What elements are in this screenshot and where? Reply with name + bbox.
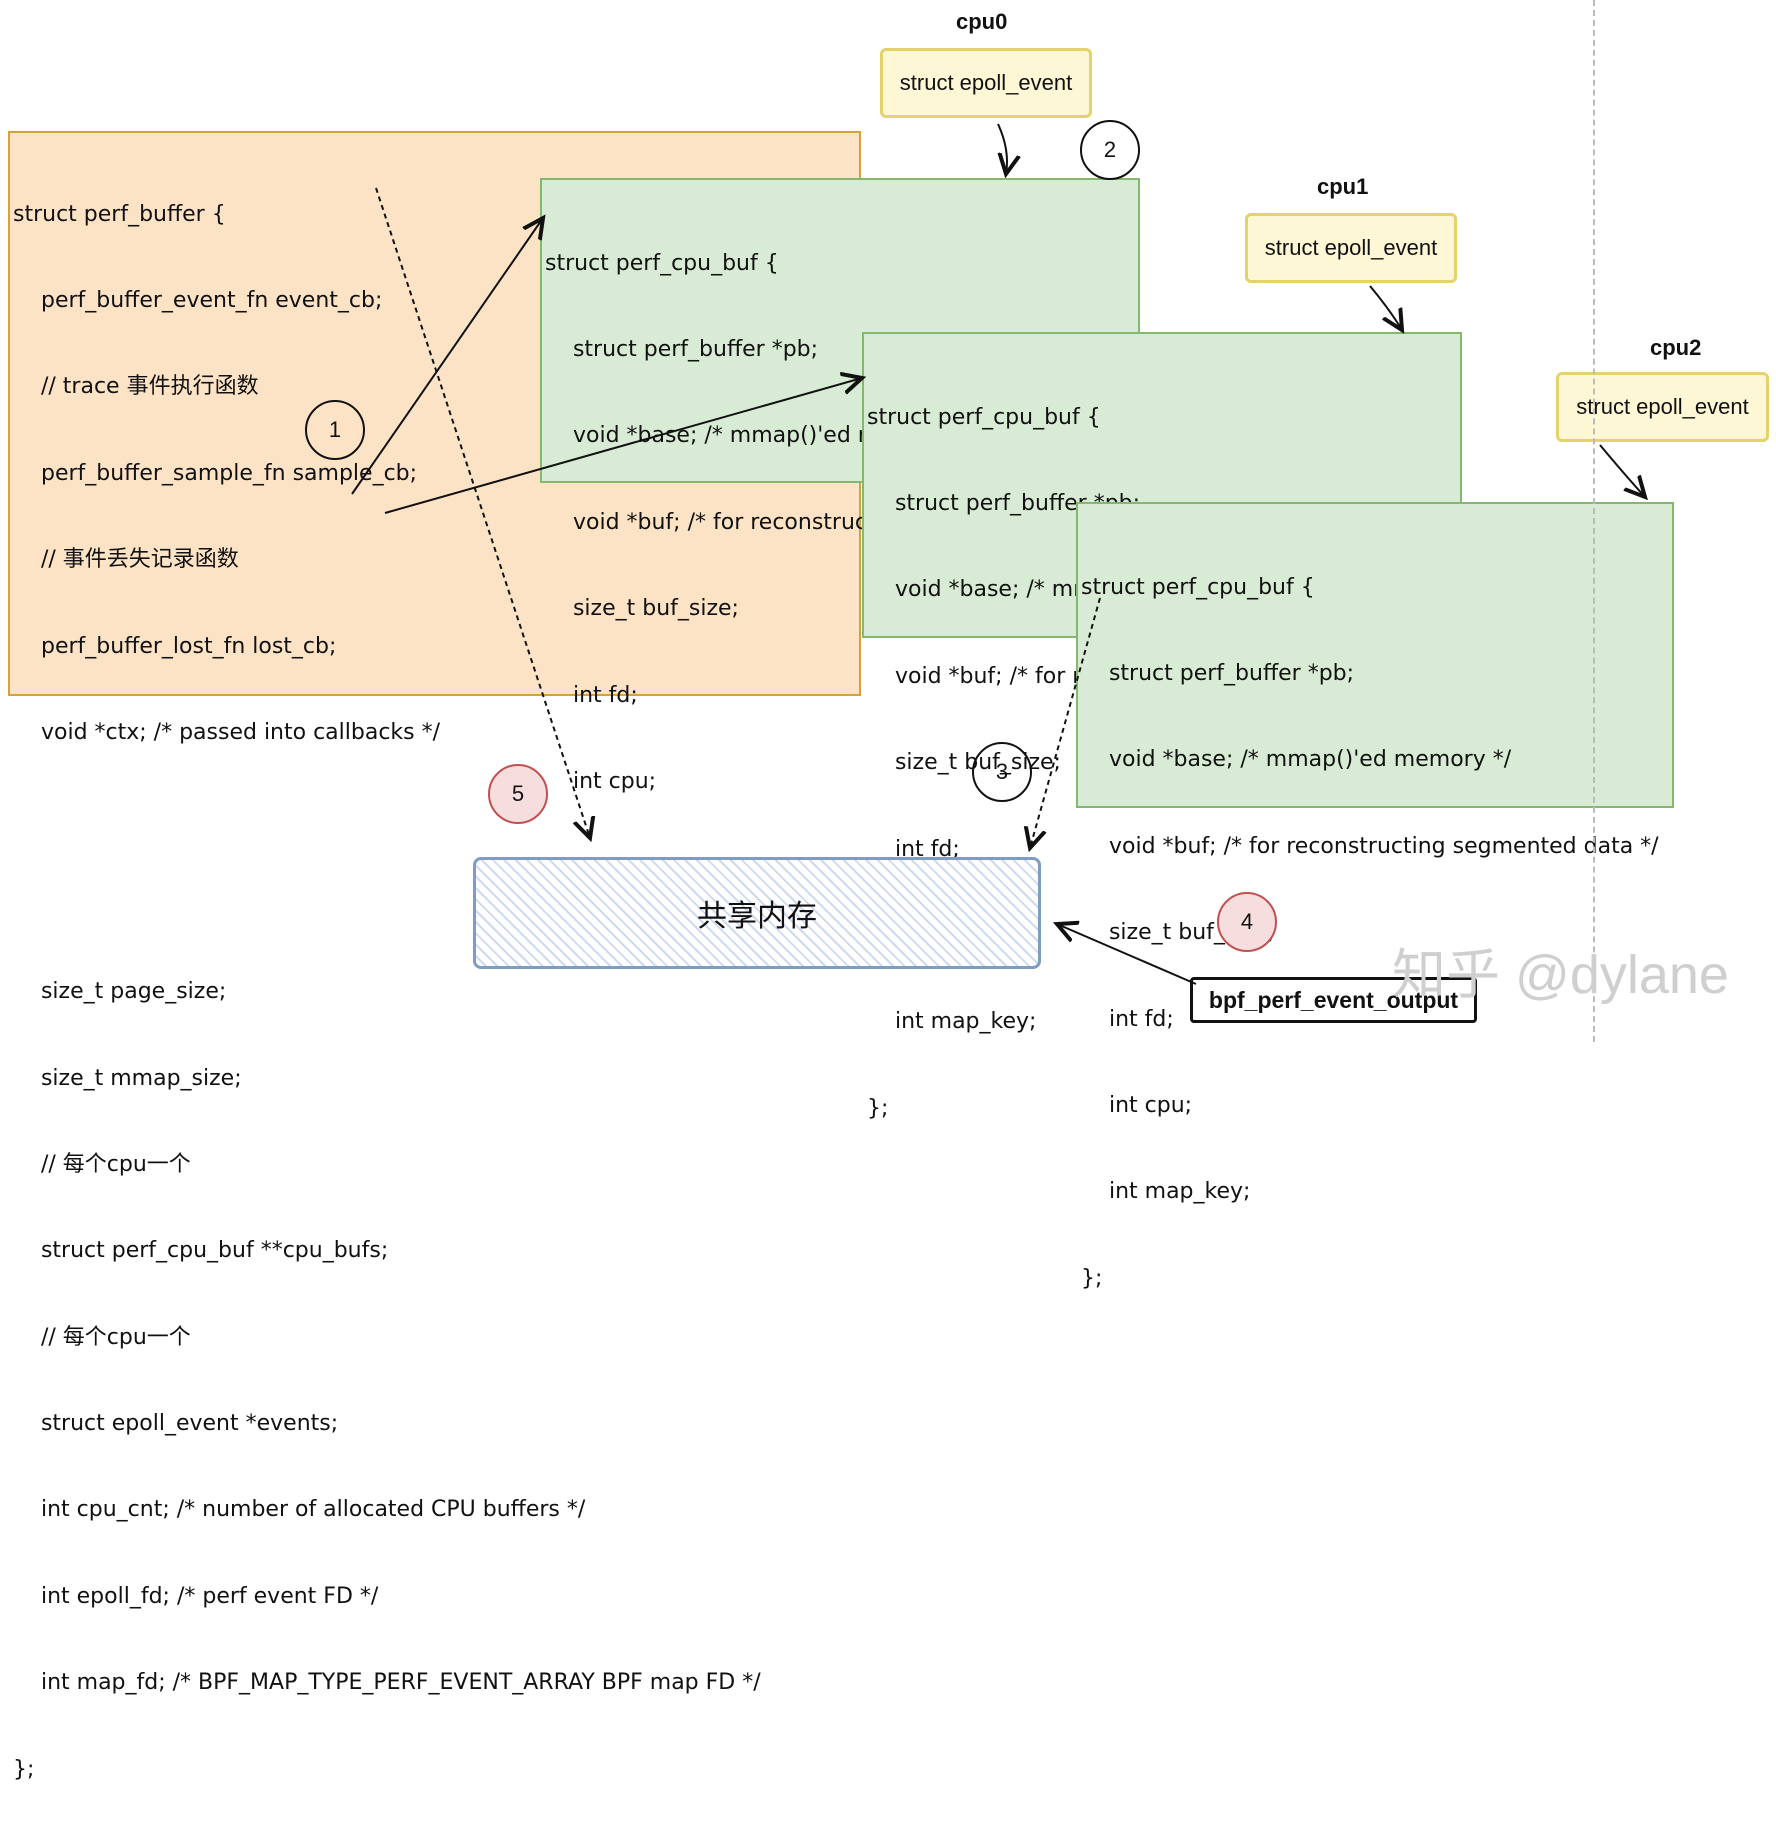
code-line: // 每个cpu一个 xyxy=(13,1151,191,1177)
code-line: perf_buffer_sample_fn sample_cb; xyxy=(13,460,418,486)
code-line: void *buf; /* for reconstructing segment… xyxy=(1081,833,1659,859)
code-line: perf_buffer_lost_fn lost_cb; xyxy=(13,633,337,659)
step-1-marker: 1 xyxy=(305,400,365,460)
code-line: struct perf_buffer *pb; xyxy=(545,336,819,362)
epoll-event-cpu0: struct epoll_event xyxy=(880,48,1092,118)
arrow-epoll0-to-cpubuf0 xyxy=(997,123,1007,174)
cpu1-label: cpu1 xyxy=(1317,174,1369,199)
code-line: void *ctx; /* passed into callbacks */ xyxy=(13,719,441,745)
arrow-cpu-bufs-to-cpu1 xyxy=(384,378,862,514)
cpu2-label: cpu2 xyxy=(1650,335,1702,360)
epoll-event-cpu1: struct epoll_event xyxy=(1245,213,1457,283)
vertical-separator xyxy=(1593,0,1595,1042)
arrow-epoll2-to-cpubuf2 xyxy=(1599,444,1645,497)
code-line: int fd; xyxy=(1081,1006,1174,1032)
code-line: struct perf_cpu_buf { xyxy=(545,250,779,276)
cpu0-label: cpu0 xyxy=(956,9,1008,34)
code-line: struct perf_cpu_buf **cpu_bufs; xyxy=(13,1238,389,1264)
code-line: // trace 事件执行函数 xyxy=(13,374,259,400)
connector-arrows xyxy=(351,123,1776,985)
watermark: 知乎 @dylane xyxy=(1392,945,1729,1005)
arrow-cpu-bufs-to-cpu0 xyxy=(351,218,543,495)
step-2-marker: 2 xyxy=(1080,120,1140,180)
arrow-epoll1-to-cpubuf1 xyxy=(1369,285,1402,330)
code-line: int map_fd; /* BPF_MAP_TYPE_PERF_EVENT_A… xyxy=(13,1670,761,1696)
code-line: size_t page_size; xyxy=(13,979,227,1005)
bpf-perf-event-output-box: bpf_perf_event_output xyxy=(1190,977,1477,1023)
step-3-marker: 3 xyxy=(972,742,1032,802)
code-line: }; xyxy=(13,1756,35,1782)
code-line: int cpu_cnt; /* number of allocated CPU … xyxy=(13,1497,586,1523)
epoll-event-cpu2: struct epoll_event xyxy=(1556,372,1769,442)
code-line: int map_key; xyxy=(867,1009,1037,1035)
code-line: struct perf_cpu_buf { xyxy=(867,404,1101,430)
code-line: struct perf_buffer { xyxy=(13,201,226,227)
code-line: perf_buffer_event_fn event_cb; xyxy=(13,287,383,313)
code-line: // 每个cpu一个 xyxy=(13,1324,191,1350)
code-line: struct perf_cpu_buf { xyxy=(1081,574,1315,600)
code-line: int epoll_fd; /* perf event FD */ xyxy=(13,1583,379,1609)
code-line: }; xyxy=(1081,1265,1103,1291)
arrow-cpubuf-to-shared-memory xyxy=(1030,597,1101,848)
code-line: struct perf_buffer *pb; xyxy=(1081,660,1355,686)
code-line: struct epoll_event *events; xyxy=(13,1411,339,1437)
code-line: size_t mmap_size; xyxy=(13,1065,242,1091)
arrow-event-cb-to-shared-memory xyxy=(375,187,590,838)
arrow-bpf-output-to-shared-memory xyxy=(1057,924,1197,985)
shared-memory-box: 共享内存 xyxy=(473,857,1041,969)
code-line: size_t buf_size; xyxy=(545,596,739,622)
code-line: int map_key; xyxy=(1081,1179,1251,1205)
code-line: int cpu; xyxy=(1081,1092,1193,1118)
code-line: int fd; xyxy=(545,682,638,708)
code-line: // 事件丢失记录函数 xyxy=(13,547,239,573)
code-line: void *base; /* mmap()'ed memory */ xyxy=(1081,747,1512,773)
step-4-marker: 4 xyxy=(1217,892,1277,952)
code-line: int cpu; xyxy=(545,768,657,794)
step-5-marker: 5 xyxy=(488,764,548,824)
